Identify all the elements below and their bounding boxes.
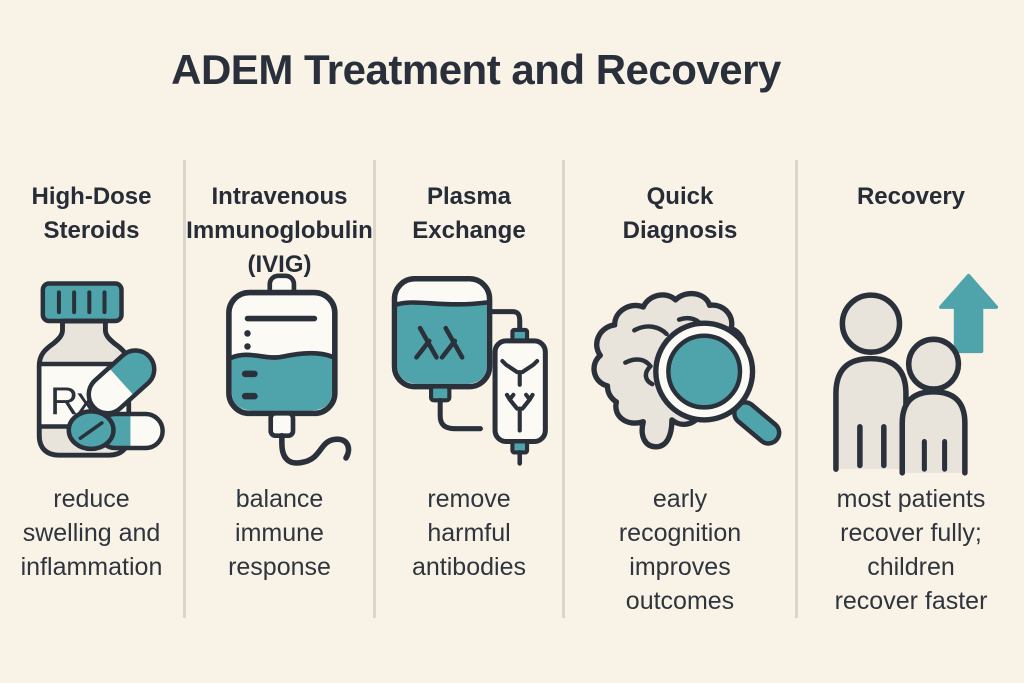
column-caption: reduce swelling and inflammation [20, 485, 163, 581]
iv-tube [278, 432, 351, 466]
column-header: High-Dose Steroids [31, 183, 152, 245]
column-header: Quick Diagnosis [622, 183, 738, 245]
column-header: Recovery [856, 183, 966, 210]
child-figure [899, 336, 968, 476]
iv-bag-icon [225, 273, 351, 466]
column-ivig: Intravenous Immunoglobulin (IVIG) [186, 160, 376, 618]
column-plasma-exchange: Plasma Exchange [376, 160, 565, 618]
page-title: ADEM Treatment and Recovery [171, 46, 781, 93]
column-recovery: Recovery most [798, 160, 1024, 618]
adult-figure [833, 292, 909, 472]
plasma-exchange-bags-icon [391, 276, 548, 466]
column-caption: most patients recover fully; children re… [834, 485, 988, 615]
magnifier-lens [666, 333, 743, 410]
column-caption: balance immune response [228, 485, 331, 581]
capsule-diagonal [86, 348, 156, 416]
antibody-symbol-top [500, 358, 540, 387]
antibody-lambda-marks [414, 325, 465, 360]
column-high-dose-steroids: High-Dose Steroids Rx [0, 160, 186, 618]
antibody-symbol-bottom [504, 392, 535, 433]
brain-magnifier-icon [591, 290, 782, 450]
pill-bottle-rx-icon: Rx [36, 281, 165, 458]
up-arrow [939, 273, 999, 354]
column-header: Plasma Exchange [412, 183, 526, 245]
column-header: Intravenous Immunoglobulin (IVIG) [186, 183, 373, 279]
tablet [66, 409, 116, 452]
column-quick-diagnosis: Quick Diagnosis early recognition improv… [565, 160, 798, 618]
column-caption: remove harmful antibodies [412, 485, 526, 581]
column-caption: early recognition improves outcomes [618, 485, 742, 615]
columns-grid: High-Dose Steroids Rx [0, 160, 1024, 618]
people-up-arrow-icon [833, 273, 999, 476]
